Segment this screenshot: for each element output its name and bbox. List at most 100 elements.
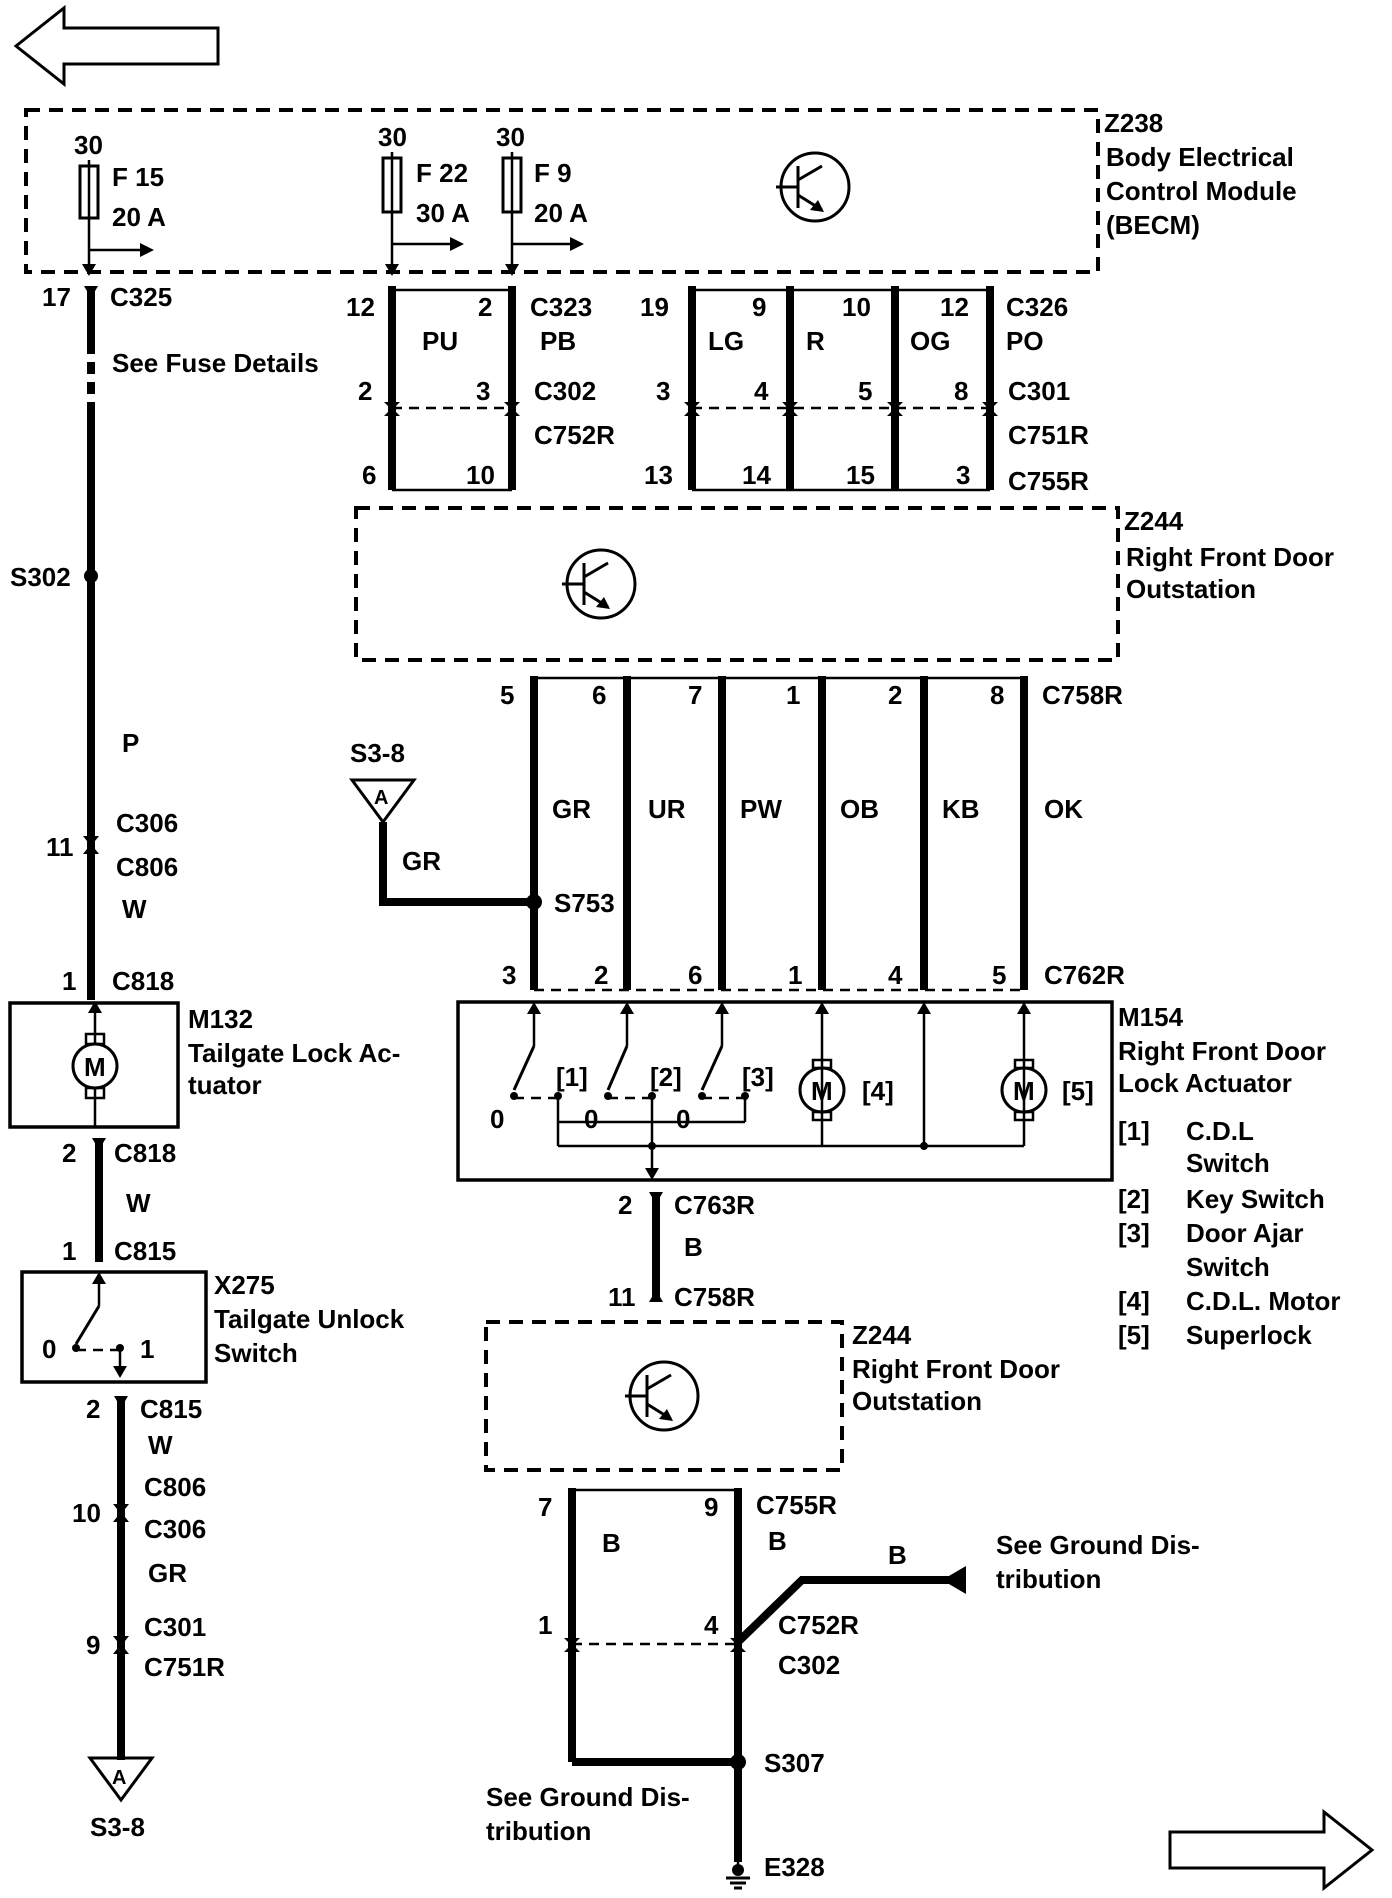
mid-connectors: 5 6 7 1 2 8 C758R GR UR PW OB KB OK A S3… <box>349 676 1125 992</box>
fuse-f15-id: F 15 <box>112 162 164 192</box>
m5-tag: [5] <box>1062 1076 1094 1106</box>
z244-bottom-id: Z244 <box>852 1320 912 1350</box>
m154-name-line2: Lock Actuator <box>1118 1068 1292 1098</box>
gnd-dist-right-line1[interactable]: See Ground Dis- <box>996 1530 1200 1560</box>
c806-b-label: C806 <box>144 1472 206 1502</box>
legend-key-4: [4] <box>1118 1286 1150 1316</box>
c758r-bottom-label: C758R <box>674 1282 755 1312</box>
c755r-top-label: C755R <box>1008 466 1089 496</box>
pin-ob-bot: 1 <box>788 960 802 990</box>
c325-label: C325 <box>110 282 172 312</box>
pin-gr-bot: 3 <box>502 960 516 990</box>
ground-dist-arrow-right[interactable] <box>942 1566 966 1594</box>
legend-key-3: [3] <box>1118 1218 1150 1248</box>
gnd-dist-left-line1[interactable]: See Ground Dis- <box>486 1782 690 1812</box>
m132-id: M132 <box>188 1004 253 1034</box>
z244-top-name-line1: Right Front Door <box>1126 542 1334 572</box>
pin-pb-mid: 3 <box>476 376 490 406</box>
s302-splice <box>84 569 98 583</box>
m154-box <box>456 1000 1114 1182</box>
z244-bottom-name-line2: Outstation <box>852 1386 982 1416</box>
m132-name-line1: Tailgate Lock Ac- <box>188 1038 400 1068</box>
c302-bottom-label: C302 <box>778 1650 840 1680</box>
wire-color-lg: LG <box>708 326 744 356</box>
offpage-connector-a-left[interactable] <box>87 1756 155 1803</box>
c755r-bottom-pin-b: 9 <box>704 1492 718 1522</box>
pin-pw-bot: 6 <box>688 960 702 990</box>
legend-text-1b: Switch <box>1186 1148 1270 1178</box>
pin-ok-bot: 5 <box>992 960 1006 990</box>
wire-color-gr: GR <box>552 794 591 824</box>
c323-label: C323 <box>530 292 592 322</box>
fuse-f9: 30 F 9 20 A <box>496 122 588 276</box>
c806-label: C806 <box>116 852 178 882</box>
pin-pu-top: 12 <box>346 292 375 322</box>
legend-key-2: [2] <box>1118 1184 1150 1214</box>
gnd-dist-right-line2[interactable]: tribution <box>996 1564 1101 1594</box>
wire-color-b-branch: B <box>888 1540 907 1570</box>
pin-lg-top: 19 <box>640 292 669 322</box>
c301-top-label: C301 <box>1008 376 1070 406</box>
wire-color-og: OG <box>910 326 950 356</box>
becm-id: Z238 <box>1104 108 1163 138</box>
c752r-bottom-pin-b: 4 <box>704 1610 719 1640</box>
offpage-a-mid-letter: A <box>374 787 388 809</box>
fuse-f22-rating: 30 A <box>416 198 470 228</box>
becm-name-line3: (BECM) <box>1106 210 1200 240</box>
c763r-pin: 2 <box>618 1190 632 1220</box>
c306-b-label: C306 <box>144 1514 206 1544</box>
becm-name-line1: Body Electrical <box>1106 142 1294 172</box>
sw2-zero: 0 <box>584 1104 598 1134</box>
legend-text-5a: Superlock <box>1186 1320 1312 1350</box>
fuse-f15: 30 F 15 20 A <box>74 130 166 276</box>
pin-og-top: 10 <box>842 292 871 322</box>
legend-text-3a: Door Ajar <box>1186 1218 1304 1248</box>
wire-color-p: P <box>122 728 139 758</box>
c763r-label: C763R <box>674 1190 755 1220</box>
m4-tag: [4] <box>862 1076 894 1106</box>
pin-ur-bot: 2 <box>594 960 608 990</box>
pin-pu-bot: 6 <box>362 460 376 490</box>
z244-top-box <box>354 506 1120 662</box>
c762r-label: C762R <box>1044 960 1125 990</box>
c818-bottom-pin: 2 <box>62 1138 76 1168</box>
fuse-f22-circuit: 30 <box>378 122 407 152</box>
m154-id: M154 <box>1118 1002 1184 1032</box>
next-page-arrow[interactable] <box>1168 1808 1375 1892</box>
offpage-connector-a-mid[interactable] <box>349 778 417 825</box>
gnd-dist-left-line2[interactable]: tribution <box>486 1816 591 1846</box>
z244-top-transistor-icon <box>562 548 637 620</box>
previous-page-arrow[interactable] <box>13 4 220 88</box>
c806-b-pin: 10 <box>72 1498 101 1528</box>
pin-r-top: 9 <box>752 292 766 322</box>
c815-top-label: C815 <box>114 1236 176 1266</box>
legend-key-5: [5] <box>1118 1320 1150 1350</box>
wire-color-r: R <box>806 326 825 356</box>
pin-ob-top: 1 <box>786 680 800 710</box>
sw3-tag: [3] <box>742 1062 774 1092</box>
left-branch: 17 C325 See Fuse Details S302 P 11 C306 … <box>8 282 405 1842</box>
m132-name-line2: tuator <box>188 1070 262 1100</box>
x275-pos-0: 0 <box>42 1334 56 1364</box>
m4-motor-symbol: M <box>811 1076 833 1106</box>
c815-top-pin: 1 <box>62 1236 76 1266</box>
c818-top-label: C818 <box>112 966 174 996</box>
tailgate-motor-icon <box>71 1042 119 1090</box>
c302-top-label: C302 <box>534 376 596 406</box>
pin-r-bot: 14 <box>742 460 771 490</box>
legend-text-3b: Switch <box>1186 1252 1270 1282</box>
c755r-bottom-pin-a: 7 <box>538 1492 552 1522</box>
legend-text-4a: C.D.L. Motor <box>1186 1286 1341 1316</box>
wire-color-w-3: W <box>148 1430 173 1460</box>
see-fuse-details-text[interactable]: See Fuse Details <box>112 348 319 378</box>
c815-bottom-label: C815 <box>140 1394 202 1424</box>
x275-box <box>20 1270 208 1384</box>
m154-legend: [1] C.D.L Switch [2] Key Switch [3] Door… <box>1118 1116 1341 1350</box>
wire-color-ur: UR <box>648 794 686 824</box>
c818-top-pin: 1 <box>62 966 76 996</box>
x275-name-line2: Switch <box>214 1338 298 1368</box>
s38-mid-label: S3-8 <box>350 738 405 768</box>
sw3-zero: 0 <box>676 1104 690 1134</box>
wire-color-kb: KB <box>942 794 980 824</box>
